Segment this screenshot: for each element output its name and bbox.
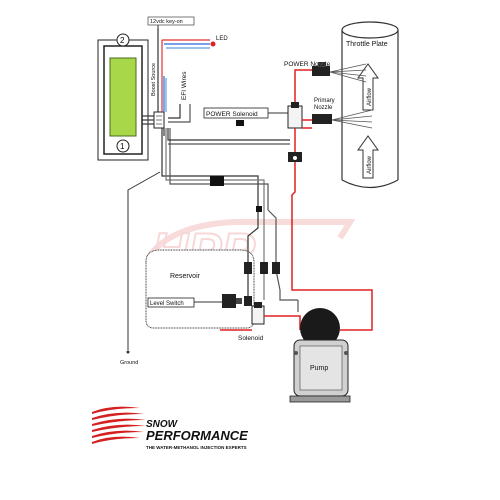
snow-performance-logo: SNOW PERFORMANCE THE WATER-METHANOL INJE… xyxy=(92,406,248,450)
svg-text:Level Switch: Level Switch xyxy=(150,301,184,307)
svg-text:LED: LED xyxy=(216,36,228,42)
svg-text:Reservoir: Reservoir xyxy=(170,273,201,280)
key-on-label-group: 12vdc key-on xyxy=(147,16,195,28)
throttle-plate-label: Throttle Plate xyxy=(346,41,388,48)
primary-nozzle: Primary Nozzle xyxy=(312,98,335,124)
controller-knob-top xyxy=(116,33,130,47)
svg-text:12vdc key-on: 12vdc key-on xyxy=(150,19,183,25)
level-switch: Level Switch xyxy=(147,294,242,308)
svg-text:POWER Nozzle: POWER Nozzle xyxy=(284,61,331,68)
svg-text:POWER Solenoid: POWER Solenoid xyxy=(206,111,258,118)
harness-connector xyxy=(210,176,224,186)
controller-knob-bottom xyxy=(116,139,130,153)
power-nozzle: POWER Nozzle xyxy=(284,61,331,76)
pump-outlet-hose xyxy=(291,240,373,331)
svg-text:Airflow: Airflow xyxy=(367,87,373,106)
solenoid-outlet-hose xyxy=(264,315,301,330)
lower-solenoid: Solenoid xyxy=(238,302,265,342)
svg-text:2: 2 xyxy=(120,36,125,45)
controller-wire-harness xyxy=(142,28,191,136)
ground-label: Ground xyxy=(120,360,138,366)
svg-text:THE WATER-METHANOL INJECTION E: THE WATER-METHANOL INJECTION EXPERTS xyxy=(146,445,247,450)
svg-text:Primary: Primary xyxy=(314,98,335,104)
reservoir-tank: Reservoir xyxy=(145,249,255,329)
main-harness xyxy=(161,128,290,210)
airflow-arrow-top: Airflow xyxy=(357,63,379,111)
efi-wires-label: EFI Wires xyxy=(181,71,188,100)
svg-text:PERFORMANCE: PERFORMANCE xyxy=(146,428,248,443)
lower-harness xyxy=(247,209,298,301)
svg-text:SNOW: SNOW xyxy=(146,419,179,430)
boost-source-label: Boost Source xyxy=(151,63,157,96)
svg-text:Solenoid: Solenoid xyxy=(238,335,264,342)
airflow-arrow-bottom: Airflow xyxy=(357,135,379,179)
ground-wire xyxy=(127,171,161,350)
primary-nozzle-spray xyxy=(331,109,373,129)
svg-text:1: 1 xyxy=(120,142,125,151)
connector-block xyxy=(153,111,165,129)
inline-check-valve xyxy=(288,152,302,162)
feed-hose-upper xyxy=(291,162,296,240)
connector-2 xyxy=(260,262,268,274)
connector-3 xyxy=(272,262,280,274)
throttle-body: Throttle Plate Airflow Airflow xyxy=(341,21,399,189)
svg-text:Nozzle: Nozzle xyxy=(314,105,333,111)
controller-display xyxy=(109,57,137,137)
power-nozzle-spray xyxy=(329,63,367,83)
logo-swoosh xyxy=(92,406,146,444)
led-wire xyxy=(162,39,210,49)
svg-text:Airflow: Airflow xyxy=(367,155,373,174)
controller-unit: 2 1 xyxy=(97,33,149,161)
power-solenoid: POWER Solenoid xyxy=(203,102,303,129)
svg-text:Pump: Pump xyxy=(310,365,328,372)
pump: Pump xyxy=(289,308,351,403)
connector-1 xyxy=(244,262,252,274)
led-indicator: LED xyxy=(210,36,228,47)
